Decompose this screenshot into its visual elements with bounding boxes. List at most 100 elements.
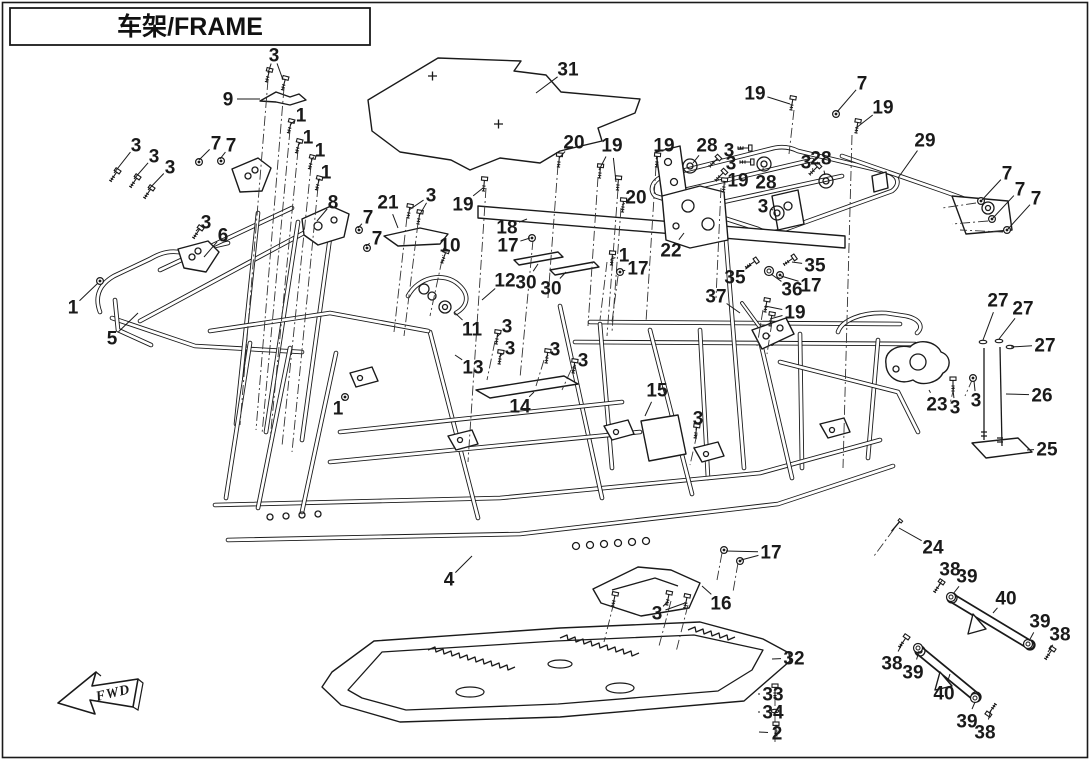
callout-leader: [276, 63, 284, 81]
centerline: [788, 109, 795, 155]
nut-icon: [831, 109, 841, 119]
bolt-icon: [771, 683, 779, 699]
pin-icon: [890, 517, 904, 532]
callout-number: 7: [857, 74, 868, 95]
callout-number: 20: [625, 188, 646, 209]
centerline: [587, 176, 599, 327]
callout-leader: [198, 149, 210, 161]
nut-icon: [95, 276, 105, 286]
bolt-icon: [544, 348, 552, 364]
callout-number: 36: [781, 280, 802, 301]
callout-number: 3: [578, 351, 589, 372]
callout-leader: [203, 241, 218, 258]
nut-icon: [615, 267, 625, 277]
fwd-arrow: FWD: [57, 671, 144, 715]
callout-number: 38: [939, 560, 960, 581]
callout-leader: [267, 63, 272, 74]
centerline: [486, 340, 496, 381]
callout-leader: [758, 731, 769, 734]
bolt-icon: [949, 376, 957, 392]
centerline: [873, 528, 895, 557]
callout-number: 19: [872, 98, 893, 119]
bolt-icon: [683, 592, 692, 609]
bolt-icon: [782, 253, 799, 267]
callout-leader: [310, 156, 315, 161]
callout-number: 18: [496, 218, 517, 239]
centerline: [603, 601, 615, 643]
centerline: [261, 129, 291, 435]
callout-number: 26: [1031, 386, 1052, 407]
callout-leader: [496, 332, 502, 338]
centerline: [429, 259, 443, 317]
callout-leader: [771, 208, 774, 211]
callout-leader: [678, 232, 685, 240]
fwd-arrow-edge: [95, 671, 144, 711]
nut-icon: [968, 373, 978, 383]
bolt-icon: [608, 250, 617, 266]
centerline: [645, 165, 657, 323]
callout-number: 39: [902, 663, 923, 684]
bolt-icon: [128, 172, 142, 189]
callout-number: 3: [693, 409, 704, 430]
bolt-icon: [619, 197, 628, 213]
callout-number: 25: [1036, 440, 1058, 461]
callout-leader: [79, 282, 99, 302]
centerline: [675, 604, 689, 653]
centerline: [689, 433, 698, 466]
callout-leader: [297, 142, 302, 146]
callout-number: 27: [1034, 336, 1055, 357]
callout-leader: [740, 554, 759, 561]
callout-number: 13: [462, 358, 483, 379]
nut-icon: [719, 545, 729, 555]
callout-number: 1: [321, 163, 332, 184]
callout-leader: [621, 269, 626, 272]
bolt-icon: [808, 161, 823, 176]
callout-number: 3: [502, 317, 513, 338]
bolt-icon: [744, 256, 761, 270]
callout-leader: [701, 585, 712, 595]
bolt-icon: [737, 144, 753, 152]
callout-leader: [365, 242, 371, 247]
callout-number: 9: [223, 90, 234, 111]
callout-leader: [520, 237, 531, 242]
callout-number: 17: [800, 276, 821, 297]
callout-leader: [392, 213, 399, 229]
bolt-icon: [571, 358, 579, 374]
callout-number: 3: [758, 197, 769, 218]
callout-number: 3: [801, 153, 812, 174]
centerline: [766, 321, 773, 355]
callout-number: 21: [377, 193, 399, 214]
bolt-icon: [768, 310, 776, 327]
callout-number: 3: [426, 186, 437, 207]
callout-leader: [897, 643, 903, 652]
callout-leader: [610, 257, 616, 260]
callout-leader: [455, 555, 473, 573]
bolt-icon: [264, 66, 274, 83]
callout-leader: [418, 202, 427, 217]
centerline: [255, 87, 285, 431]
callout-leader: [1028, 632, 1035, 642]
page-title: 车架/FRAME: [117, 12, 263, 41]
callout-leader: [133, 162, 149, 180]
callout-leader: [692, 154, 700, 164]
centerline: [561, 369, 572, 391]
callout-number: 23: [926, 395, 947, 416]
callout-leader: [644, 401, 653, 417]
callout-leader: [769, 315, 783, 320]
callout-leader: [453, 311, 463, 321]
callout-number: 3: [950, 398, 961, 419]
callout-leader: [992, 607, 998, 614]
callout-number: 19: [727, 171, 748, 192]
callout-number: 33: [762, 685, 783, 706]
callout-number: 1: [68, 298, 79, 319]
callout-leader: [971, 701, 976, 710]
callout-number: 7: [1015, 180, 1026, 201]
callout-leader: [1047, 644, 1054, 653]
callout-number: 8: [328, 193, 339, 214]
centerline: [535, 359, 545, 387]
callout-leader: [518, 218, 528, 223]
centerline: [715, 187, 722, 299]
callout-leader: [982, 311, 994, 341]
